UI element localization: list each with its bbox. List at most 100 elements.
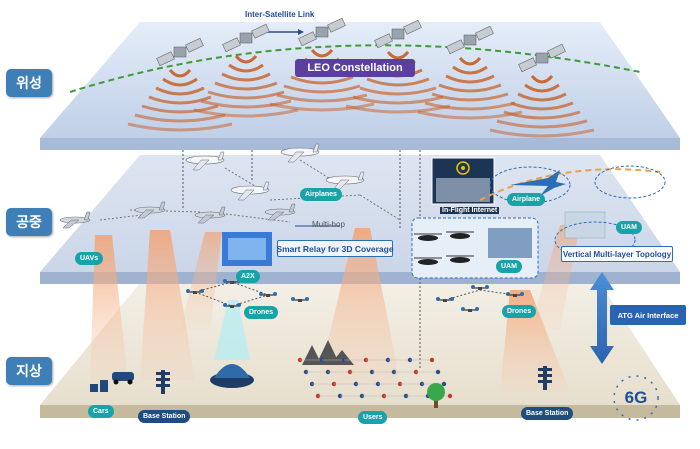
- satellite-icon: [446, 25, 494, 55]
- beam-ring: [148, 95, 212, 105]
- uav-icon: [194, 206, 226, 224]
- beam-ring: [155, 86, 205, 96]
- drone-icon: [291, 297, 309, 302]
- uavs-label: UAVs: [75, 252, 104, 265]
- beam-ring: [162, 77, 198, 87]
- multi-hop-label: Multi-hop: [312, 220, 345, 229]
- in-flight-internet-photo: [431, 157, 495, 205]
- layer-satellite-label[interactable]: 위성: [6, 69, 52, 97]
- beam-ring: [221, 72, 271, 82]
- user-icon: [435, 369, 441, 375]
- airplane-flight-path: [479, 168, 661, 201]
- smart-relay-label: Smart Relay for 3D Coverage: [276, 240, 394, 257]
- beam-ring: [283, 84, 361, 94]
- drone-icon: [506, 292, 524, 297]
- airplanes-group: [59, 143, 365, 229]
- a2x-dome-icon: [210, 364, 254, 388]
- beam-ring: [345, 104, 451, 114]
- uam-photo: [488, 228, 532, 258]
- uav-icon: [264, 203, 296, 221]
- beam-ring: [524, 83, 560, 93]
- beam-ring: [214, 81, 278, 91]
- airplane-icon: [280, 143, 320, 163]
- airplane-icon: [185, 151, 225, 171]
- satellite-icon: [222, 23, 270, 53]
- cars-label: Cars: [88, 405, 114, 418]
- users-label: Users: [358, 411, 388, 424]
- beam-ring: [510, 101, 574, 111]
- layer-ground-label[interactable]: 지상: [6, 357, 52, 385]
- base-station-right-label: Base Station: [521, 407, 574, 420]
- airplane-cell-ellipse-2: [594, 165, 666, 199]
- inter-satellite-link-label: Inter-Satellite Link: [245, 10, 315, 19]
- car-icons: [90, 372, 134, 392]
- airplane-icon: [325, 171, 365, 191]
- user-icon: [429, 357, 435, 363]
- ground-beams: [90, 225, 580, 392]
- beam-ring: [234, 54, 258, 64]
- beam-ring: [168, 68, 192, 78]
- vertical-topology-label: Vertical Multi-layer Topology: [561, 246, 673, 262]
- drone-icon: [471, 285, 489, 290]
- beam-ring: [489, 128, 595, 138]
- beam-ring: [352, 95, 444, 105]
- beam-ring: [503, 110, 581, 120]
- uam-vehicle-icon: [446, 231, 474, 239]
- beam-ring: [269, 102, 375, 112]
- satellite-plane-edge: [40, 138, 680, 150]
- satellite-icon: [518, 43, 566, 73]
- user-icon: [447, 393, 453, 399]
- base-station-icon: [538, 366, 552, 390]
- uam-vehicles: [414, 231, 474, 265]
- uav-icon: [59, 211, 91, 229]
- satellites: [156, 17, 566, 73]
- beam-ring: [193, 108, 299, 118]
- users-grid: [297, 357, 453, 399]
- drones-right-label: Drones: [502, 305, 537, 318]
- uam-vehicle-icon: [446, 255, 474, 263]
- a2x-label: A2X: [236, 270, 260, 283]
- beam-ring: [134, 113, 226, 123]
- airplane-label: Airplane: [507, 193, 546, 206]
- satellite-icon: [156, 37, 204, 67]
- user-icon: [441, 381, 447, 387]
- uav-icon: [134, 201, 166, 219]
- uam-group-label: UAM: [496, 260, 522, 273]
- isl-arrow-head-right: [298, 29, 304, 35]
- a2x-cone: [214, 300, 250, 360]
- smart-relay-image-inner: [228, 238, 266, 260]
- beam-ring: [496, 119, 588, 129]
- base-station-icon: [156, 370, 170, 394]
- leo-constellation-label: LEO Constellation: [295, 59, 415, 77]
- atg-air-interface-label: ATG Air Interface: [610, 305, 686, 325]
- six-g-label: 6G: [624, 388, 648, 407]
- beam-ring: [458, 56, 482, 66]
- beam-ring: [445, 74, 495, 84]
- drone-links: [194, 281, 516, 307]
- beam-ring: [200, 99, 292, 109]
- beam-ring: [127, 122, 233, 132]
- uam-top-photo: [564, 211, 606, 239]
- airplanes-label: Airplanes: [300, 188, 342, 201]
- drones-left-label: Drones: [244, 306, 279, 319]
- beam-ring: [438, 83, 502, 93]
- base-stations: [156, 366, 552, 394]
- beam-ring: [530, 74, 554, 84]
- satellite-icon: [298, 17, 346, 47]
- beam-ring: [517, 92, 567, 102]
- beam-ring: [431, 92, 509, 102]
- tree-icon: [427, 383, 445, 408]
- atg-arrow: [590, 272, 614, 364]
- airplane-icon-blue: [510, 170, 566, 196]
- uam-vehicle-icon: [414, 257, 442, 265]
- satellite-icon: [374, 19, 422, 49]
- beam-ring: [141, 104, 219, 114]
- beam-ring: [310, 48, 334, 58]
- layer-aerial-label[interactable]: 공중: [6, 208, 52, 236]
- 6g-logo-icon: [613, 375, 659, 421]
- uam-top-label: UAM: [616, 221, 642, 234]
- satellite-beams: [127, 48, 595, 138]
- uam-vehicle-icon: [414, 233, 442, 241]
- drone-icon: [461, 307, 479, 312]
